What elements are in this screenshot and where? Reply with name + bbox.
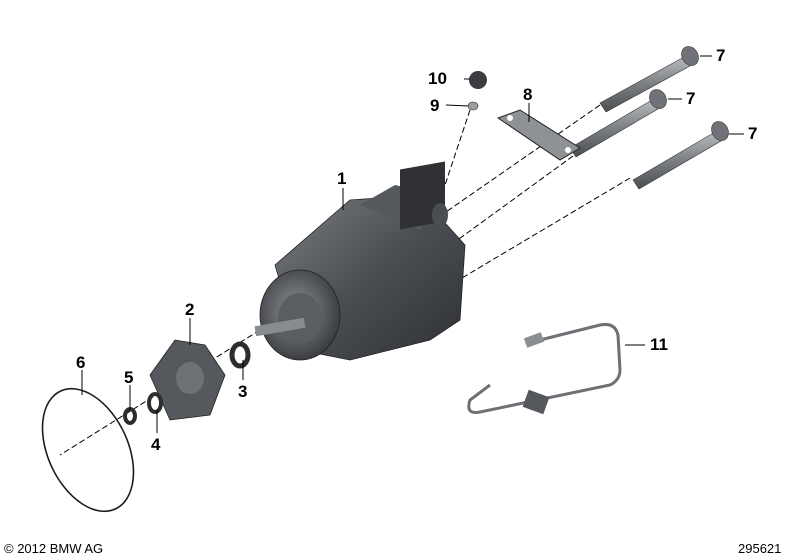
callout-10: 10	[428, 69, 447, 88]
alternator-1	[254, 161, 466, 361]
bolt-7-middle	[569, 89, 667, 158]
o-ring-6	[41, 387, 135, 513]
cap-10	[469, 71, 487, 89]
fan-hub-2	[149, 339, 226, 421]
washer-4	[147, 392, 163, 414]
callout-2: 2	[185, 300, 195, 319]
callout-11: 11	[650, 335, 668, 354]
callout-1: 1	[337, 169, 347, 188]
gasket-plate-8	[496, 109, 581, 161]
spacer-3	[229, 341, 251, 369]
callout-7-bottom: 7	[748, 124, 758, 143]
diagram-number: 295621	[738, 541, 782, 556]
callout-8: 8	[523, 85, 533, 104]
nut-9	[467, 101, 479, 111]
callout-9: 9	[430, 96, 440, 115]
callout-7-top: 7	[716, 46, 726, 65]
callout-6: 6	[76, 353, 86, 372]
bolt-7-bottom	[632, 121, 729, 190]
copyright-text: © 2012 BMW AG	[4, 541, 104, 556]
callout-4: 4	[151, 435, 161, 454]
callout-5: 5	[124, 368, 134, 387]
callout-3: 3	[238, 382, 248, 401]
cable-11	[467, 323, 622, 414]
bolt-7-top	[599, 46, 699, 113]
callout-7-middle: 7	[686, 89, 696, 108]
